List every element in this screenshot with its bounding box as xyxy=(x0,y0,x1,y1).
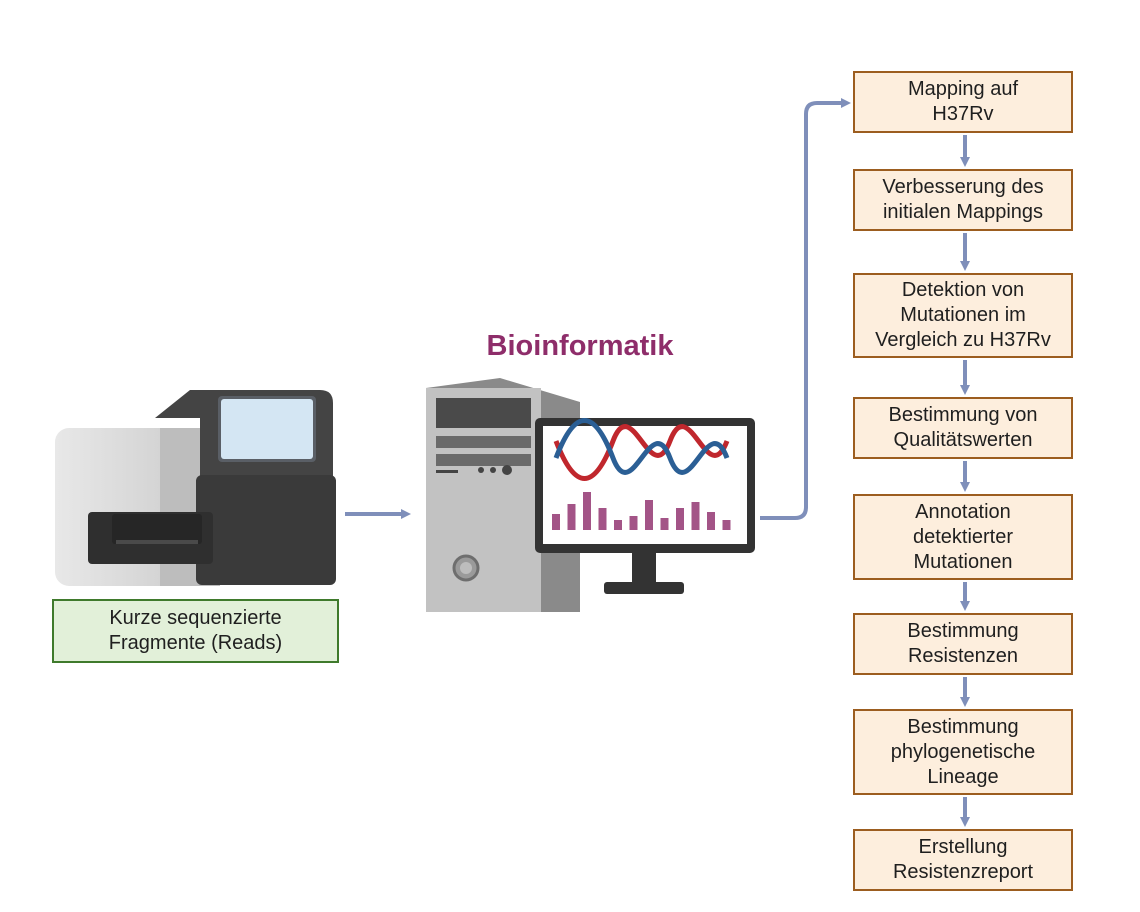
step-mapping-improvement: Verbesserung des initialen Mappings xyxy=(853,169,1073,231)
graphic-bar xyxy=(583,492,591,530)
step-lineage: Bestimmung phylogenetische Lineage xyxy=(853,709,1073,795)
graphic-bar xyxy=(660,518,669,530)
graphic-bar xyxy=(614,520,622,530)
step-mutation-annotation: Annotation detektierter Mutationen xyxy=(853,494,1073,580)
sequencer-icon xyxy=(55,390,336,586)
graphic-bar xyxy=(707,512,715,530)
graphic-bar xyxy=(691,502,700,530)
dna-strand-blue xyxy=(553,418,730,475)
step-resistance: Bestimmung Resistenzen xyxy=(853,613,1073,675)
graphic-bar xyxy=(598,508,607,530)
step-mapping: Mapping auf H37Rv xyxy=(853,71,1073,133)
graphic-bar xyxy=(629,516,638,530)
bioinformatik-title: Bioinformatik xyxy=(486,330,674,362)
graphic-bar xyxy=(552,514,560,530)
step-report: Erstellung Resistenzreport xyxy=(853,829,1073,891)
arrow-computer-to-steps xyxy=(760,98,851,520)
graphic-bar xyxy=(567,504,576,530)
graphic-bar xyxy=(722,520,731,530)
step-mutation-detection: Detektion von Mutationen im Vergleich zu… xyxy=(853,273,1073,358)
reads-box: Kurze sequenzierte Fragmente (Reads) xyxy=(52,599,339,663)
graphic-bar xyxy=(676,508,684,530)
step-quality-values: Bestimmung von Qualitätswerten xyxy=(853,397,1073,459)
graphic-bar xyxy=(645,500,653,530)
monitor-icon xyxy=(535,418,755,594)
bar-graphic xyxy=(552,492,731,530)
